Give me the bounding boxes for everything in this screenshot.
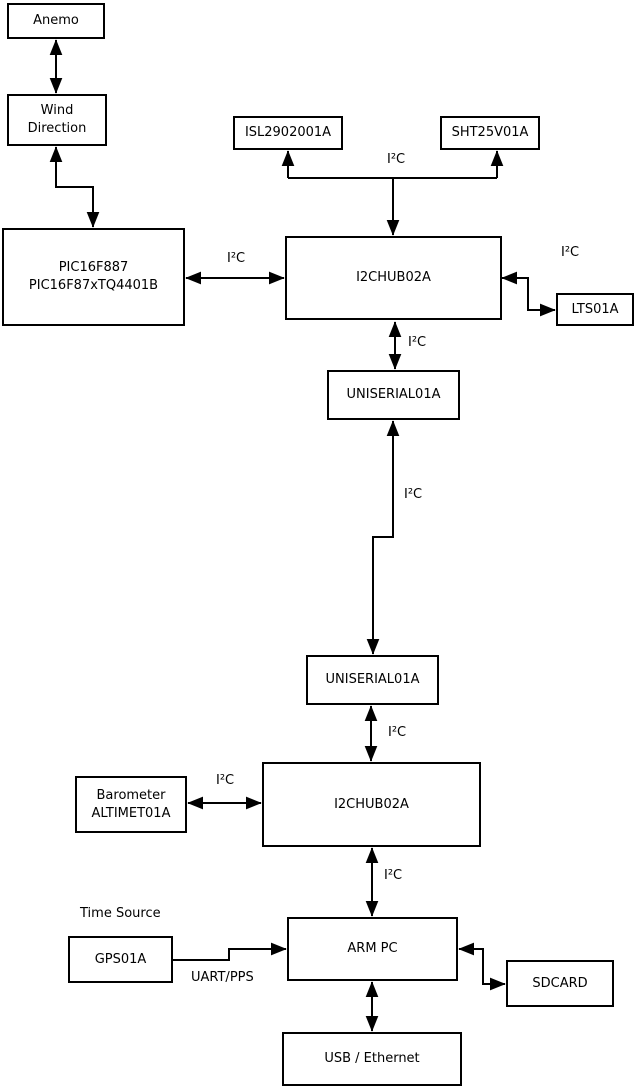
edge-gps-armpc (173, 942, 287, 961)
node-usb-ethernet-label: USB / Ethernet (324, 1051, 420, 1067)
node-anemo-label: Anemo (33, 13, 79, 29)
node-uniserial01a-2-label: UNISERIAL01A (325, 672, 420, 688)
node-i2chub02a-1-label: I2CHUB02A (356, 270, 431, 286)
node-sht25v01a-label: SHT25V01A (451, 125, 529, 141)
node-sht25v01a: SHT25V01A (440, 116, 540, 150)
node-uniserial01a-2: UNISERIAL01A (306, 655, 439, 705)
node-isl2902001a: ISL2902001A (233, 116, 343, 150)
edge-armpc-sdcard (458, 942, 506, 991)
node-arm-pc: ARM PC (287, 917, 458, 981)
node-sdcard: SDCARD (506, 960, 614, 1007)
edge-label-uniserial2-hub2-i2c: I²C (388, 725, 407, 740)
node-i2chub02a-2-label: I2CHUB02A (334, 796, 409, 812)
node-isl2902001a-label: ISL2902001A (244, 125, 332, 141)
node-gps01a: GPS01A (68, 936, 173, 983)
edge-label-hub1-lts-i2c: I²C (561, 245, 580, 260)
node-i2chub02a-2: I2CHUB02A (262, 762, 481, 847)
node-i2chub02a-1: I2CHUB02A (285, 236, 502, 320)
node-uniserial01a-1-label: UNISERIAL01A (346, 387, 441, 403)
node-lts01a-label: LTS01A (571, 301, 619, 317)
node-barometer-altimet01a-label: Barometer ALTIMET01A (91, 787, 171, 821)
edge-label-uniserial-link-i2c: I²C (404, 487, 423, 502)
node-wind-direction-label: Wind Direction (27, 103, 87, 136)
node-arm-pc-label: ARM PC (347, 941, 398, 957)
edge-label-bus-top-i2c: I²C (387, 152, 406, 167)
edge-label-gps-armpc-uart: UART/PPS (191, 970, 254, 985)
node-gps01a-label: GPS01A (94, 951, 147, 967)
node-pic16f887: PIC16F887 PIC16F87xTQ4401B (2, 228, 185, 326)
annotation-time-source: Time Source (80, 906, 161, 921)
node-lts01a: LTS01A (556, 293, 634, 326)
edge-uniserial1-uniserial2 (366, 420, 400, 655)
edge-label-hub2-armpc-i2c: I²C (384, 868, 403, 883)
node-uniserial01a-1: UNISERIAL01A (327, 370, 460, 420)
node-anemo: Anemo (7, 3, 105, 39)
edge-hub1-lts (501, 271, 556, 317)
node-pic16f887-label: PIC16F887 PIC16F87xTQ4401B (28, 260, 159, 293)
node-barometer-altimet01a: Barometer ALTIMET01A (75, 776, 187, 833)
edge-label-pic-hub1-i2c: I²C (227, 251, 246, 266)
node-usb-ethernet: USB / Ethernet (282, 1032, 462, 1086)
edge-label-hub1-uniserial1-i2c: I²C (408, 335, 427, 350)
edge-label-barometer-hub2-i2c: I²C (216, 773, 235, 788)
node-wind-direction: Wind Direction (7, 94, 107, 146)
edge-wind-pic (49, 146, 100, 228)
node-sdcard-label: SDCARD (532, 975, 588, 991)
